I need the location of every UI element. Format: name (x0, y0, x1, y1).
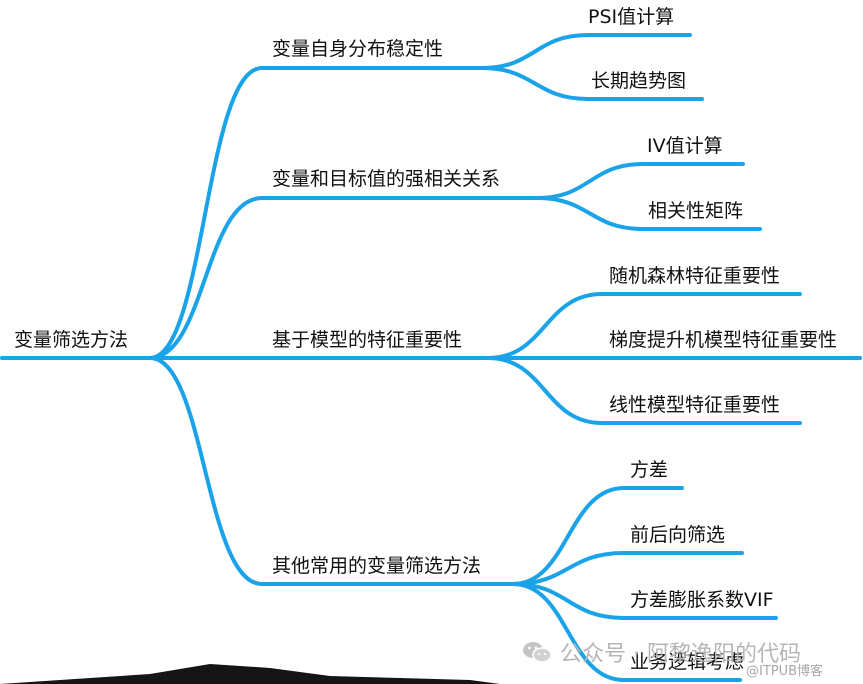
branch-3-label: 基于模型的特征重要性 (272, 329, 463, 351)
branch-4-label: 其他常用的变量筛选方法 (272, 555, 482, 577)
branch-1-child-2-label: 长期趋势图 (591, 70, 687, 92)
link-branch-3-child-3 (486, 356, 802, 425)
link-branch-4-child-4 (511, 582, 742, 682)
link-branch-4-child-2 (511, 551, 744, 586)
link-root-branch-2 (148, 196, 264, 360)
link-branch-1-child-2 (480, 66, 704, 101)
branch-1-child-1-label: PSI值计算 (588, 6, 675, 28)
branch-2-child-2-label: 相关性矩阵 (648, 200, 744, 222)
watermark-text: 公众号 · 阿黎逸阳的代码 (560, 642, 801, 667)
link-root-branch-4 (148, 356, 264, 586)
ink-smudge (0, 664, 500, 684)
branch-3-child-1-label: 随机森林特征重要性 (609, 265, 781, 287)
branch-4-child-4-label: 业务逻辑考虑 (630, 651, 745, 673)
watermark-site: @ITPUB博客 (746, 664, 824, 679)
link-branch-4-child-1 (511, 486, 684, 586)
root-node-label: 变量筛选方法 (14, 329, 129, 351)
branch-4-child-1-label: 方差 (630, 459, 669, 481)
branch-2-label: 变量和目标值的强相关关系 (272, 168, 501, 190)
branch-4-child-2-label: 前后向筛选 (630, 524, 726, 546)
branch-2-child-1-label: IV值计算 (647, 135, 723, 157)
link-branch-1-child-1 (480, 33, 692, 70)
watermark: 公众号 · 阿黎逸阳的代码 (522, 636, 801, 668)
branch-3-child-2-label: 梯度提升机模型特征重要性 (609, 329, 838, 351)
link-branch-4-child-3 (511, 582, 778, 620)
wechat-icon (523, 642, 552, 663)
branch-3-child-3-label: 线性模型特征重要性 (609, 394, 781, 416)
link-branch-2-child-2 (535, 196, 762, 231)
branch-4-child-3-label: 方差膨胀系数VIF (630, 589, 774, 611)
link-branch-2-child-1 (535, 162, 745, 200)
link-root-branch-1 (148, 66, 264, 360)
link-branch-3-child-1 (486, 292, 802, 360)
branch-1-label: 变量自身分布稳定性 (272, 38, 444, 60)
